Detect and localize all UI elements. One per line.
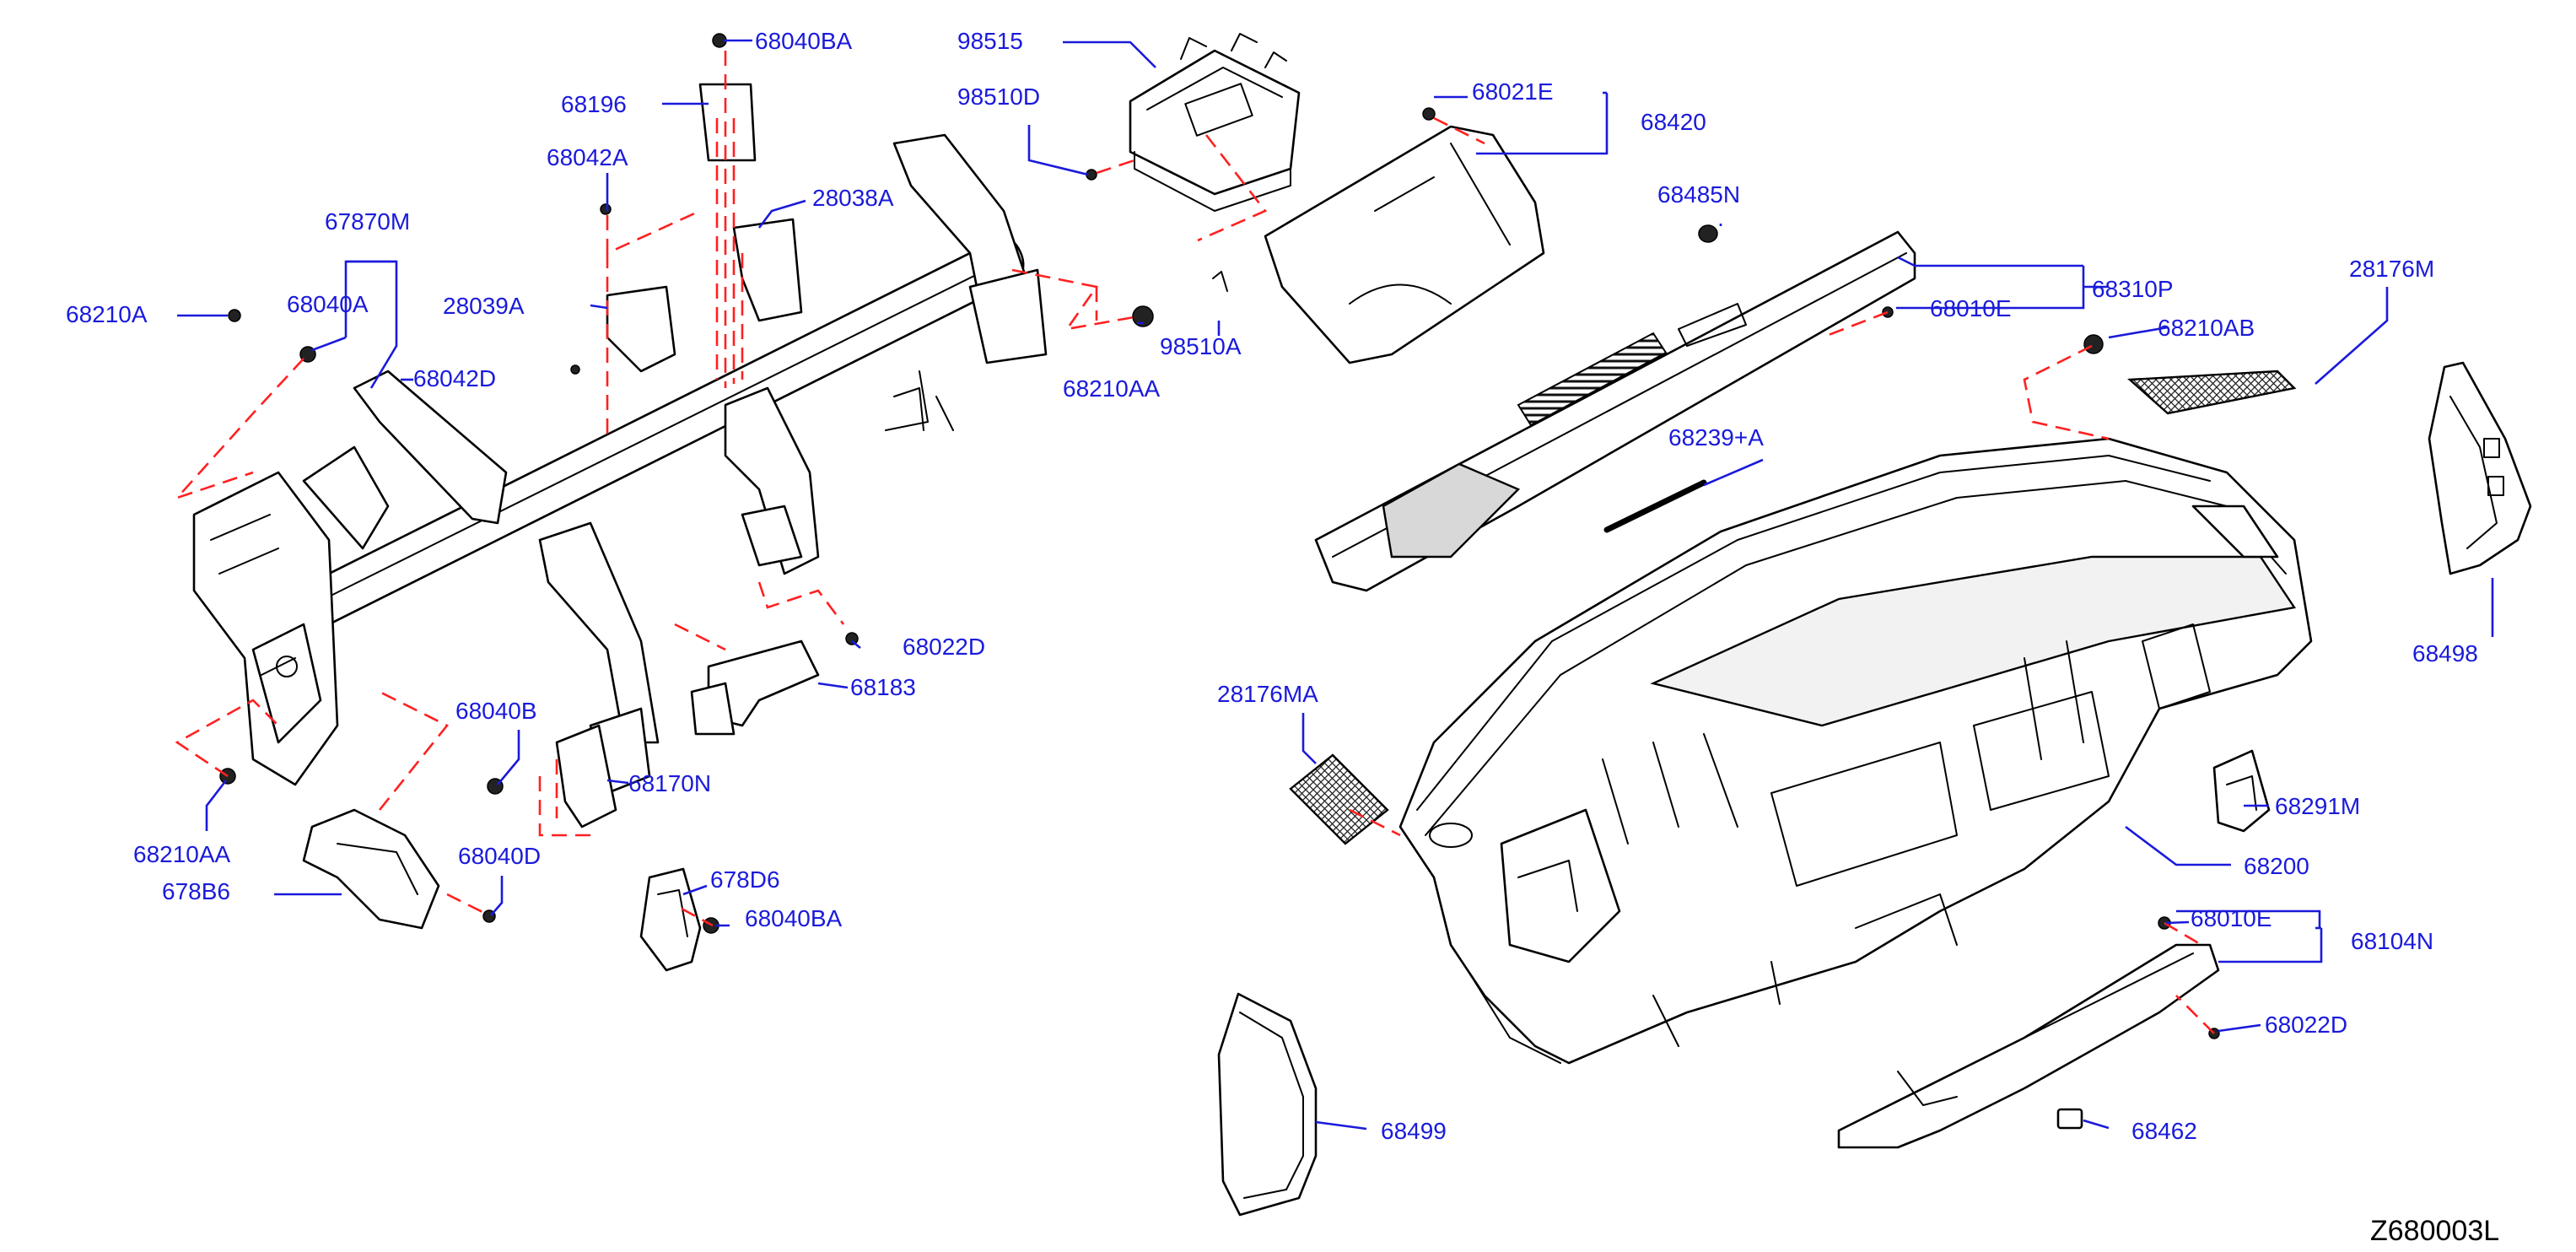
- label-678D6[interactable]: 678D6: [710, 866, 780, 893]
- label-68183[interactable]: 68183: [850, 674, 916, 700]
- label-68042A[interactable]: 68042A: [547, 144, 628, 170]
- bracket-68291M: [2212, 749, 2271, 833]
- assembly-connectors: [173, 51, 2215, 1034]
- label-68210AB[interactable]: 68210AB: [2158, 315, 2255, 341]
- label-68022D-mid[interactable]: 68022D: [903, 634, 985, 660]
- label-68239A[interactable]: 68239+A: [1668, 424, 1764, 451]
- part-labels: 68040BA 98515 68196 98510D 68021E 68420 …: [66, 28, 2499, 1247]
- label-678B6[interactable]: 678B6: [162, 878, 230, 904]
- label-68210AA-bot[interactable]: 68210AA: [133, 841, 231, 867]
- label-68042D[interactable]: 68042D: [413, 365, 496, 391]
- mesh-28176M: [2127, 370, 2297, 415]
- label-68040BA-bot[interactable]: 68040BA: [745, 905, 843, 931]
- label-28176MA[interactable]: 28176MA: [1217, 681, 1318, 707]
- clip-68462: [2056, 1108, 2083, 1130]
- upper-cover-68420: [1264, 125, 1545, 364]
- label-68170N[interactable]: 68170N: [628, 770, 711, 796]
- label-68462[interactable]: 68462: [2131, 1118, 2197, 1144]
- side-cover-68499: [1217, 992, 1318, 1217]
- label-98515[interactable]: 98515: [957, 28, 1023, 54]
- label-68010E-top[interactable]: 68010E: [1930, 295, 2012, 321]
- label-68022D-bot[interactable]: 68022D: [2265, 1012, 2347, 1038]
- label-68040A[interactable]: 68040A: [287, 291, 369, 317]
- passenger-airbag: [1129, 33, 1301, 212]
- label-68040B[interactable]: 68040B: [455, 698, 537, 724]
- label-68210AA-top[interactable]: 68210AA: [1063, 375, 1161, 402]
- label-68040D[interactable]: 68040D: [458, 843, 541, 869]
- top-pad-68310P: [1314, 224, 1916, 592]
- lower-cover-68104N: [1837, 916, 2220, 1149]
- label-28038A[interactable]: 28038A: [812, 185, 894, 211]
- label-68485N[interactable]: 68485N: [1657, 181, 1740, 208]
- label-68200[interactable]: 68200: [2244, 853, 2309, 879]
- side-cover-68498: [2428, 361, 2532, 575]
- leader-lines: [177, 39, 2494, 1131]
- bracket-678D6: [639, 867, 702, 972]
- label-68310P[interactable]: 68310P: [2092, 276, 2174, 302]
- steering-member-assembly: [192, 33, 1154, 934]
- label-67870M[interactable]: 67870M: [325, 208, 410, 235]
- label-68010E-bot[interactable]: 68010E: [2191, 905, 2272, 931]
- label-98510A[interactable]: 98510A: [1160, 333, 1242, 359]
- label-68210A[interactable]: 68210A: [66, 301, 148, 327]
- label-28039A[interactable]: 28039A: [443, 293, 525, 319]
- label-68420[interactable]: 68420: [1641, 109, 1706, 135]
- instrument-panel-68200: [1398, 437, 2313, 1065]
- label-68021E[interactable]: 68021E: [1472, 78, 1554, 105]
- label-68498[interactable]: 68498: [2412, 640, 2478, 666]
- label-68104N[interactable]: 68104N: [2351, 928, 2433, 954]
- diagram-code: Z680003L: [2370, 1215, 2499, 1247]
- strip-68239A: [1603, 479, 1707, 533]
- label-98510D[interactable]: 98510D: [957, 84, 1040, 110]
- label-68499[interactable]: 68499: [1381, 1118, 1447, 1144]
- label-68291M[interactable]: 68291M: [2275, 793, 2360, 819]
- label-68040BA-top[interactable]: 68040BA: [755, 28, 853, 54]
- label-28176M[interactable]: 28176M: [2349, 256, 2434, 282]
- label-68196[interactable]: 68196: [561, 91, 627, 117]
- mesh-28176MA: [1289, 753, 1389, 845]
